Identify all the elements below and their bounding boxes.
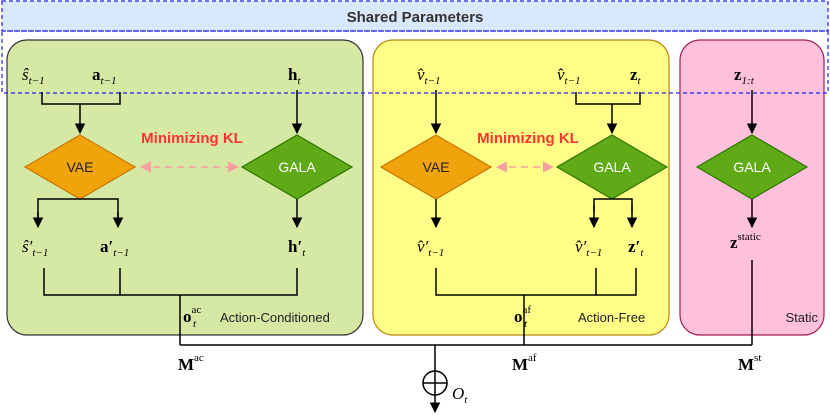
af-panel-name: Action-Free: [578, 310, 645, 325]
af-input-v-hat-1: v̂t−1: [417, 65, 441, 87]
ac-input-a: at−1: [92, 65, 116, 87]
mask-af: Maf: [512, 352, 537, 374]
af-output-z-prime: z′t: [628, 237, 644, 259]
static-panel-name: Static: [785, 310, 818, 325]
mask-ac: Mac: [178, 352, 204, 374]
action-conditioned-panel: [6, 39, 364, 336]
af-kl-label: Minimizing KL: [477, 130, 579, 147]
static-output-z: zstatic: [730, 231, 761, 252]
af-gala-label: GALA: [593, 159, 631, 175]
oplus-icon: [422, 370, 448, 396]
final-output-label: Ot: [452, 384, 468, 406]
ac-input-s-hat: ŝt−1: [22, 65, 45, 87]
af-input-z: zt: [630, 65, 642, 87]
ac-panel-name: Action-Conditioned: [220, 310, 330, 325]
shared-parameters-outline: [1, 30, 829, 94]
static-input-z: z1:t: [734, 65, 755, 87]
static-gala-label: GALA: [733, 159, 771, 175]
af-merge-wire: [435, 268, 637, 345]
af-input-wire: [575, 92, 641, 133]
af-input-v-hat-2: v̂t−1: [557, 65, 581, 87]
af-output-v-prime-1: v̂′t−1: [417, 237, 444, 259]
mask-st: Mst: [738, 352, 761, 374]
combine-wire: [180, 344, 752, 371]
ac-output-s-prime: ŝ′t−1: [22, 237, 48, 259]
ac-merge-wire: [43, 268, 298, 345]
shared-parameters-title: Shared Parameters: [347, 9, 484, 26]
ac-output-a-prime: a′t−1: [100, 237, 129, 259]
af-vae-label: VAE: [423, 159, 450, 175]
ac-gala-label: GALA: [278, 159, 316, 175]
ac-input-h: ht: [288, 65, 301, 87]
ac-output-h-prime: h′t: [288, 237, 306, 259]
ac-kl-label: Minimizing KL: [141, 130, 243, 147]
ac-input-wire: [41, 92, 121, 133]
ac-vae-label: VAE: [67, 159, 94, 175]
action-free-panel: [372, 39, 670, 336]
shared-parameters-banner: [1, 0, 829, 32]
af-output-v-prime-2: v̂′t−1: [575, 237, 602, 259]
